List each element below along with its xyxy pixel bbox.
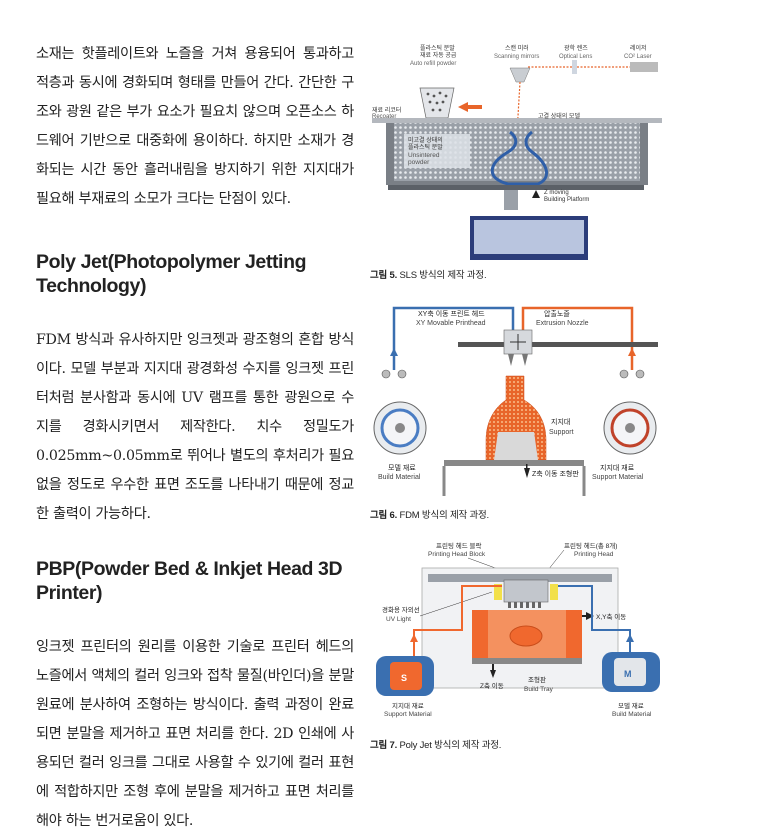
intro-paragraph: 소재는 핫플레이트와 노즐을 거쳐 용융되어 통과하고 적층과 동시에 경화되며… [36,46,354,207]
pbp-heading: PBP(Powder Bed & Inkjet Head 3D Printer) [36,558,343,604]
svg-text:고결 상태의 모델: 고결 상태의 모델 [538,112,580,120]
svg-text:경화용 자외선: 경화용 자외선 [382,605,420,614]
svg-text:Scanning mirrors: Scanning mirrors [494,54,539,60]
svg-text:S: S [401,673,407,683]
svg-text:미고결 상태의: 미고결 상태의 [408,136,443,144]
polyjet-paragraph: FDM 방식과 유사하지만 잉크젯과 광조형의 혼합 방식이다. 모델 부분과 … [36,332,354,522]
svg-text:Support Material: Support Material [384,711,432,718]
svg-text:플라스틱 분말: 플라스틱 분말 [408,143,443,151]
svg-text:지지대: 지지대 [551,417,570,426]
svg-text:스캔 미러: 스캔 미러 [505,44,529,52]
svg-text:조형판: 조형판 [528,675,546,684]
svg-text:Support Material: Support Material [592,474,644,481]
svg-text:Printing Head Block: Printing Head Block [428,551,486,558]
svg-text:모델 재료: 모델 재료 [388,464,416,472]
figure-6-caption: 그림 6. FDM 방식의 제작 과정. [370,510,490,521]
svg-text:재료 자동 공급: 재료 자동 공급 [420,51,457,59]
figure-5-caption: 그림 5. SLS 방식의 제작 과정. [370,270,487,281]
svg-text:모델 재료: 모델 재료 [618,702,644,710]
svg-text:Support: Support [549,429,574,436]
svg-text:Unsintered: Unsintered [408,152,440,159]
svg-text:광학 렌즈: 광학 렌즈 [564,44,588,52]
svg-text:XY Movable Printhead: XY Movable Printhead [416,320,486,327]
svg-text:M: M [624,669,632,679]
svg-text:압출노즐: 압출노즐 [544,309,570,318]
figure-7-caption: 그림 7. Poly Jet 방식의 제작 과정. [370,740,502,751]
svg-text:프린팅 헤드(총 8개): 프린팅 헤드(총 8개) [564,541,617,550]
svg-text:Z moving: Z moving [544,190,569,196]
svg-text:프린팅 헤드 블락: 프린팅 헤드 블락 [436,541,481,550]
svg-text:X,Y축 이동: X,Y축 이동 [596,612,626,621]
article-text-column: 소재는 핫플레이트와 노즐을 거쳐 용융되어 통과하고 적층과 동시에 경화되며… [36,40,354,836]
svg-text:Z축 이동 조형판: Z축 이동 조형판 [532,469,579,478]
svg-text:플라스틱 분말: 플라스틱 분말 [420,44,455,52]
pbp-paragraph: 잉크젯 프린터의 원리를 이용한 기술로 프린터 헤드의 노즐에서 액체의 컬러… [36,639,354,829]
svg-text:레이저: 레이저 [630,44,647,52]
svg-text:UV Light: UV Light [386,616,411,623]
svg-text:지지대 재료: 지지대 재료 [600,463,635,472]
polyjet-heading: Poly Jet(Photopolymer Jetting Technology… [36,251,307,297]
svg-text:Extrusion Nozzle: Extrusion Nozzle [536,320,589,327]
svg-text:powder: powder [408,159,430,166]
svg-text:Auto refill powder: Auto refill powder [410,61,456,67]
svg-text:XY축 이동 프린트 헤드: XY축 이동 프린트 헤드 [418,309,485,318]
svg-text:Printing Head: Printing Head [574,551,614,558]
svg-text:Build Material: Build Material [378,474,421,481]
svg-text:Build Material: Build Material [612,711,652,718]
svg-text:Z축 이동: Z축 이동 [480,681,504,690]
svg-text:Build Tray: Build Tray [524,686,554,693]
figure-sls-diagram: 플라스틱 분말 재료 자동 공급 Auto refill powder 스캔 미… [372,44,662,260]
svg-text:Building Platform: Building Platform [544,197,589,203]
svg-text:CO² Laser: CO² Laser [624,54,652,60]
svg-text:재료 리코터: 재료 리코터 [372,106,401,114]
svg-text:지지대 재료: 지지대 재료 [392,701,424,710]
svg-text:Optical Lens: Optical Lens [559,54,592,60]
svg-text:Recoater: Recoater [372,114,396,120]
figure-polyjet-diagram: 프린팅 헤드 블락 Printing Head Block 프린팅 헤드(총 8… [376,541,660,718]
figure-fdm-diagram: XY축 이동 프린트 헤드 XY Movable Printhead 압출노즐 … [373,306,658,496]
